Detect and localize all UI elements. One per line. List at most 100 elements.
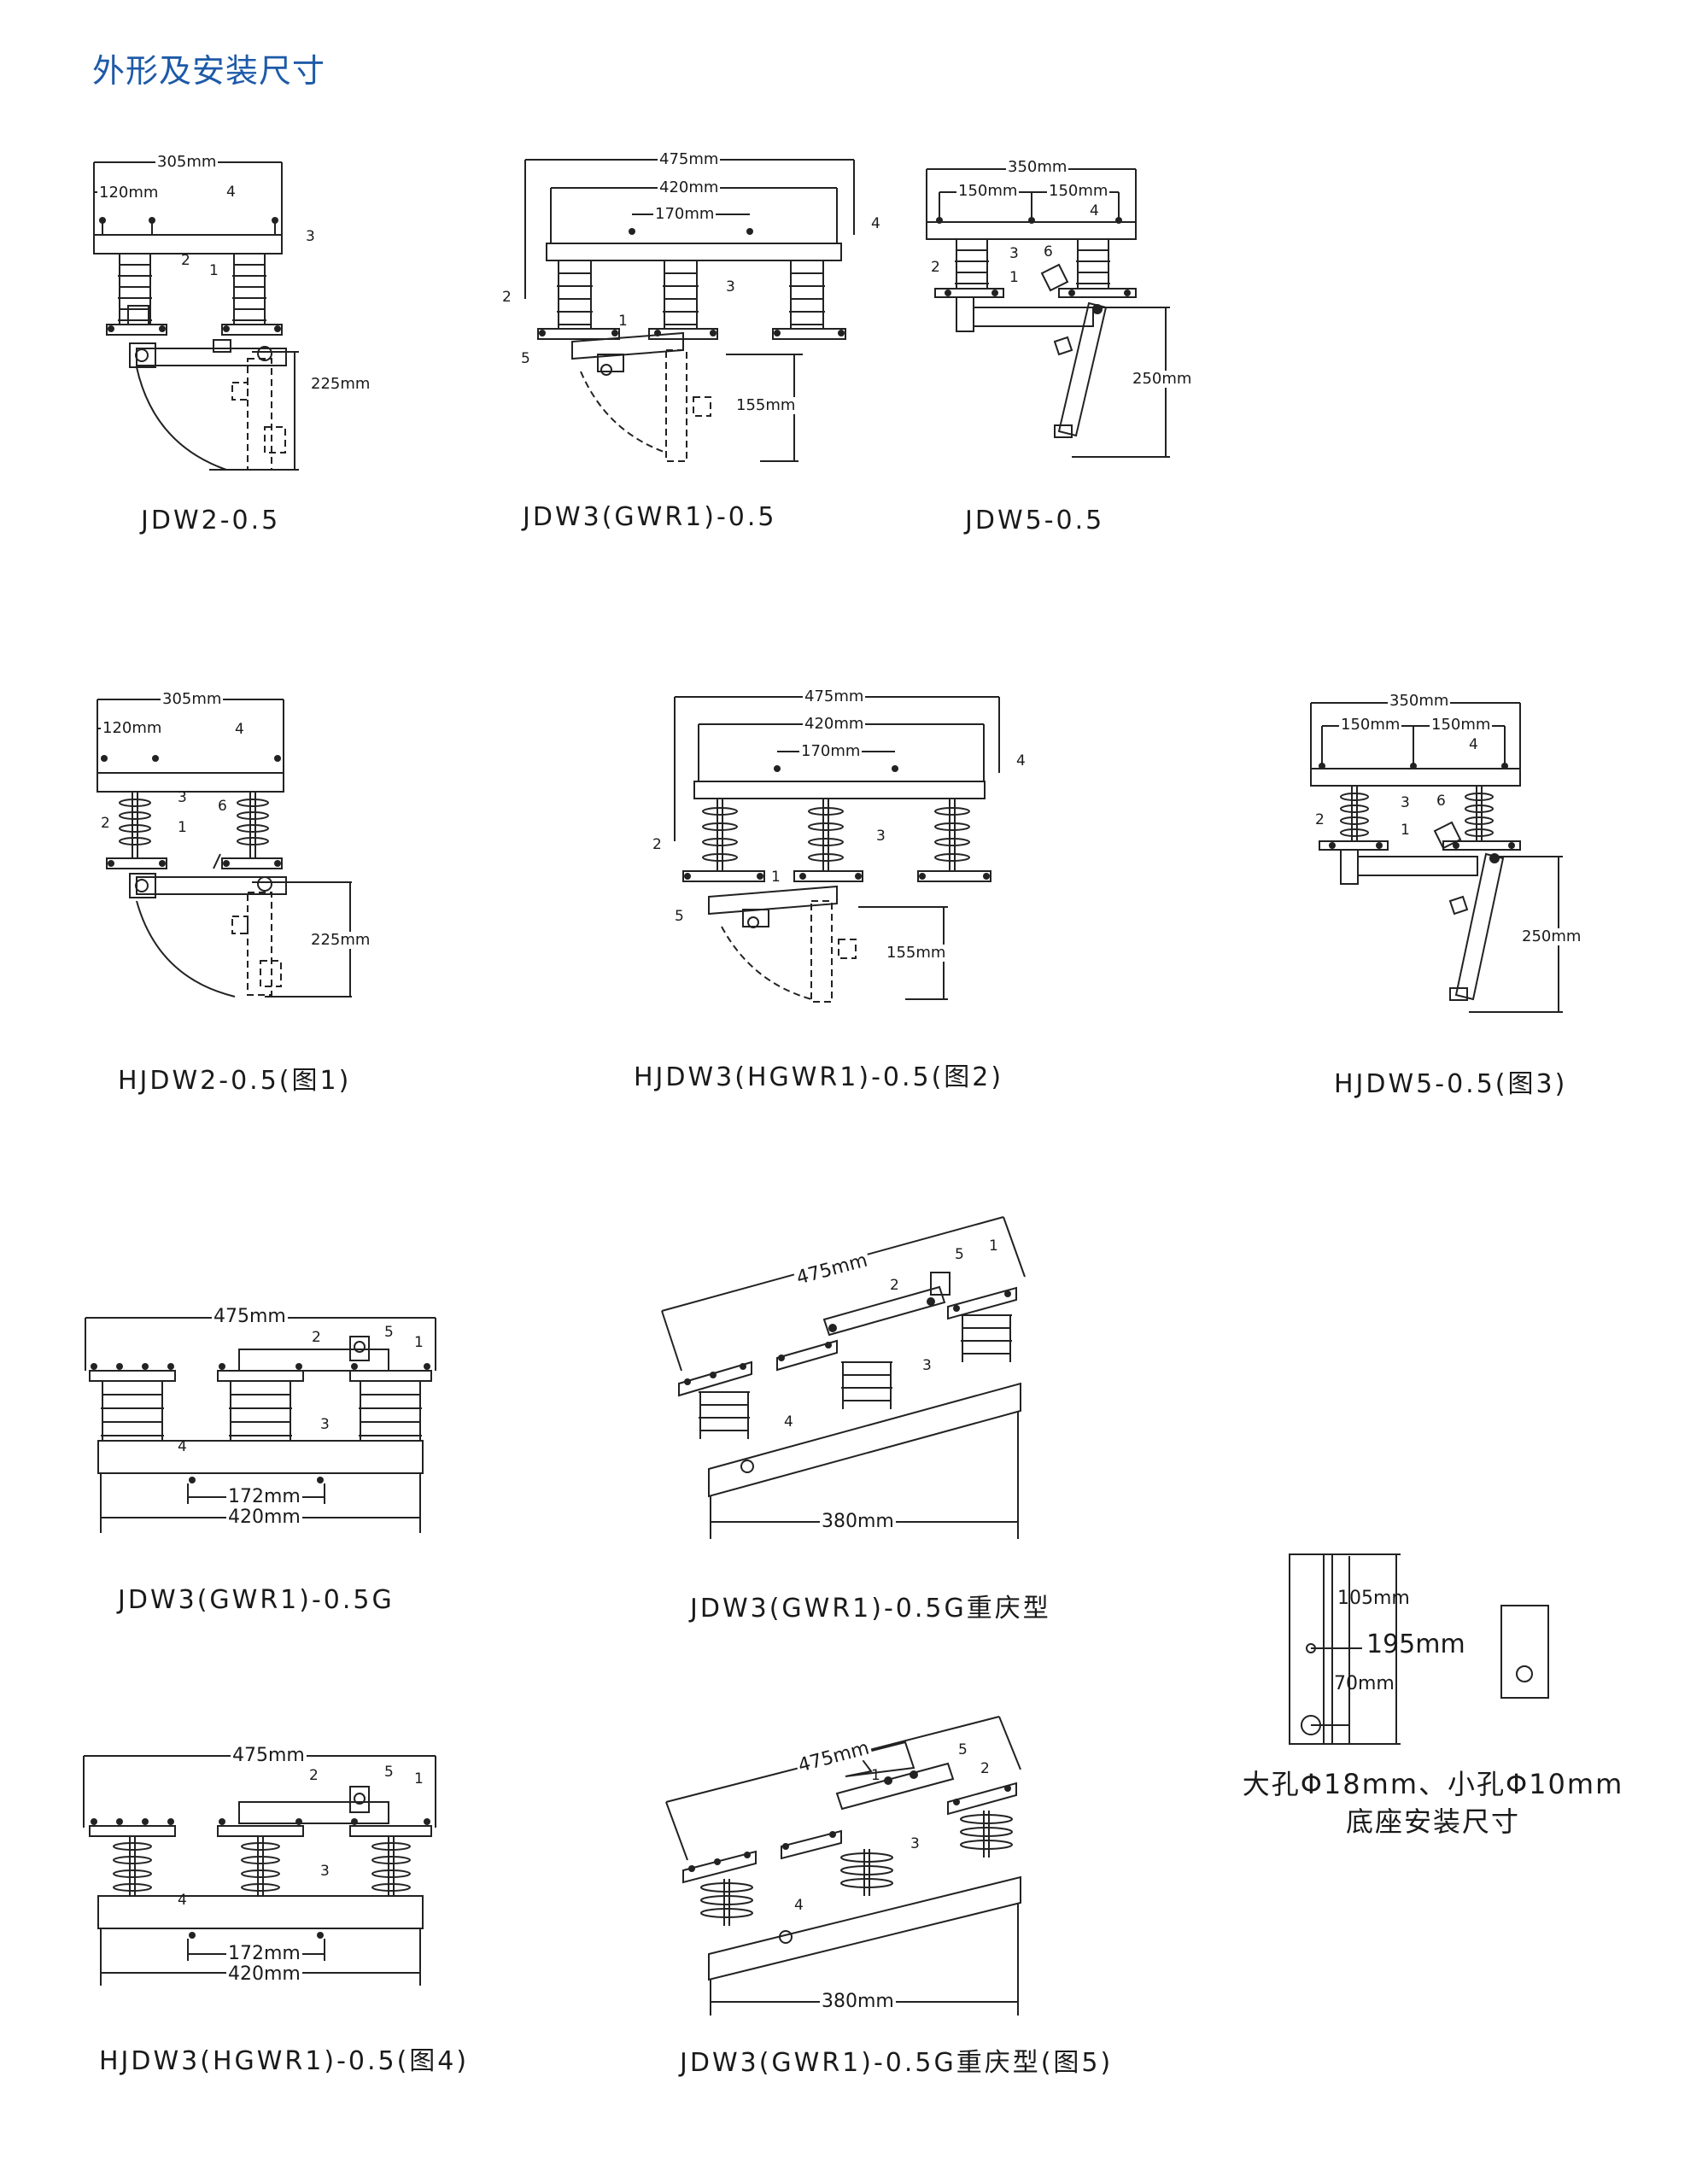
- figure-jdw5: 350mm 150mm 150mm 250mm 4 3 6 2 1: [922, 154, 1213, 470]
- part-number: 4: [784, 1413, 793, 1431]
- part-number: 4: [226, 184, 236, 201]
- part-number: 5: [384, 1324, 394, 1341]
- part-number: 5: [521, 350, 530, 367]
- figure-caption: JDW3(GWR1)-0.5G: [118, 1585, 395, 1615]
- dim-bolt-spacing: 172mm: [226, 1943, 302, 1964]
- part-number: 3: [726, 278, 735, 295]
- part-number: 5: [958, 1741, 968, 1758]
- dim-spacing-right: 150mm: [1430, 716, 1493, 734]
- figure-jdw3: 475mm 420mm 170mm 155mm 4 3 2 1 5: [495, 149, 888, 474]
- part-number: 6: [1044, 243, 1053, 260]
- jdw3g-chongqing-drawing: [661, 1216, 1026, 1539]
- part-number: 3: [910, 1835, 920, 1852]
- part-number: 2: [502, 289, 512, 306]
- part-number: 4: [235, 721, 244, 738]
- part-number: 4: [871, 215, 880, 232]
- figure-caption: HJDW3(HGWR1)-0.5(图2): [634, 1062, 1004, 1092]
- part-number: 2: [652, 836, 662, 853]
- dim-large-hole: 70mm: [1334, 1673, 1395, 1694]
- figure-hjdw3g: 475mm 172mm 420mm 2 5 1 3 4: [77, 1734, 453, 2016]
- part-number: 4: [178, 1892, 187, 1909]
- part-number: 1: [771, 869, 781, 886]
- dim-spacing-right: 150mm: [1047, 182, 1110, 200]
- part-number: 2: [980, 1760, 990, 1777]
- part-number: 4: [1016, 752, 1026, 769]
- dim-bolt-spacing: 170mm: [653, 205, 717, 223]
- part-number: 3: [1009, 245, 1019, 262]
- jdw3-drawing: [524, 159, 855, 462]
- part-number: 1: [1401, 822, 1410, 839]
- part-number: 2: [101, 815, 110, 832]
- part-number: 4: [1469, 736, 1478, 753]
- part-number: 3: [320, 1416, 330, 1433]
- figure-hjdw2: 305mm 120mm 225mm 4 3 6 2 1: [85, 687, 410, 1029]
- dim-base-width: 380mm: [820, 1991, 896, 2012]
- dim-bolt-spacing: 170mm: [799, 742, 863, 760]
- part-number: 5: [675, 908, 684, 925]
- figure-jdw3g-chongqing: 475mm 380mm 2 5 1 3 4: [658, 1213, 1059, 1571]
- figure-caption: HJDW3(HGWR1)-0.5(图4): [99, 2046, 470, 2076]
- dim-overall-width: 475mm: [658, 150, 721, 168]
- hjdw2-drawing: [97, 699, 352, 998]
- page-title: 外形及安装尺寸: [92, 52, 326, 90]
- part-number: 4: [794, 1897, 804, 1914]
- figure-hjdw3: 475mm 420mm 170mm 155mm 4 3 2 1 5: [640, 683, 1050, 1016]
- jdw2-drawing: [93, 161, 299, 471]
- part-number: 6: [218, 798, 227, 815]
- part-number: 3: [178, 789, 187, 806]
- part-number: 1: [178, 819, 187, 836]
- figure-caption: HJDW2-0.5(图1): [118, 1066, 352, 1096]
- figure-jdw3g: 475mm 172mm 420mm 2 5 1 3 4: [77, 1285, 453, 1567]
- part-number: 2: [309, 1767, 319, 1784]
- figure-hjdw5: 350mm 150mm 150mm 250mm 4 3 6 2 1: [1307, 687, 1597, 1021]
- dim-spacing: 120mm: [101, 719, 164, 737]
- part-number: 6: [1436, 793, 1446, 810]
- dim-height: 155mm: [885, 944, 948, 962]
- dim-inner-width: 420mm: [658, 178, 721, 196]
- figure-caption: JDW5-0.5: [965, 506, 1105, 535]
- dim-height: 225mm: [309, 375, 372, 393]
- dim-overall-width: 305mm: [155, 153, 219, 171]
- dim-overall-width: 350mm: [1006, 158, 1069, 176]
- hjdw3-drawing: [674, 696, 1000, 1003]
- figure-caption: JDW2-0.5: [141, 506, 281, 535]
- figure-jdw3g-chongqing-5: 475mm 380mm 1 5 2 3 4: [658, 1708, 1059, 2016]
- dim-spacing-left: 150mm: [1339, 716, 1402, 734]
- dim-spacing-left: 150mm: [956, 182, 1020, 200]
- figure-jdw2: 305mm 120mm 225mm 4 3 2 1: [85, 154, 410, 495]
- figure-caption: HJDW5-0.5(图3): [1334, 1069, 1568, 1099]
- part-number: 1: [414, 1770, 424, 1787]
- part-number: 4: [1090, 202, 1099, 219]
- figure-caption: JDW3(GWR1)-0.5G重庆型: [690, 1594, 1051, 1624]
- part-number: 1: [871, 1767, 880, 1784]
- part-number: 2: [1315, 811, 1325, 828]
- dim-base-width: 380mm: [820, 1511, 896, 1532]
- dim-base-width: 420mm: [226, 1963, 302, 1985]
- part-number: 4: [178, 1438, 187, 1455]
- dim-spacing: 120mm: [97, 184, 161, 202]
- dim-height: 225mm: [309, 931, 372, 949]
- dim-total-length: 195mm: [1366, 1629, 1465, 1659]
- part-number: 2: [312, 1329, 321, 1346]
- dim-overall-width: 475mm: [231, 1745, 307, 1766]
- dim-height: 250mm: [1520, 927, 1583, 945]
- base-caption: 底座安装尺寸: [1345, 1805, 1520, 1838]
- dim-height: 155mm: [734, 396, 798, 414]
- dim-bolt-spacing: 172mm: [226, 1486, 302, 1507]
- hjdw5-drawing: [1310, 702, 1563, 1013]
- base-mounting-figure: 105mm 195mm 70mm: [1281, 1546, 1588, 1751]
- part-number: 1: [989, 1237, 998, 1255]
- jdw5-drawing: [926, 168, 1170, 458]
- part-number: 1: [1009, 269, 1019, 286]
- part-number: 1: [414, 1334, 424, 1351]
- dim-overall-width: 475mm: [212, 1306, 288, 1327]
- dim-height: 250mm: [1131, 370, 1194, 388]
- part-number: 1: [209, 262, 219, 279]
- part-number: 5: [384, 1764, 394, 1781]
- part-number: 3: [876, 828, 886, 845]
- part-number: 2: [931, 259, 940, 276]
- part-number: 3: [1401, 794, 1410, 811]
- jdw3g-chongqing-5-drawing: [665, 1716, 1021, 2016]
- part-number: 1: [618, 313, 628, 330]
- part-number: 3: [320, 1863, 330, 1880]
